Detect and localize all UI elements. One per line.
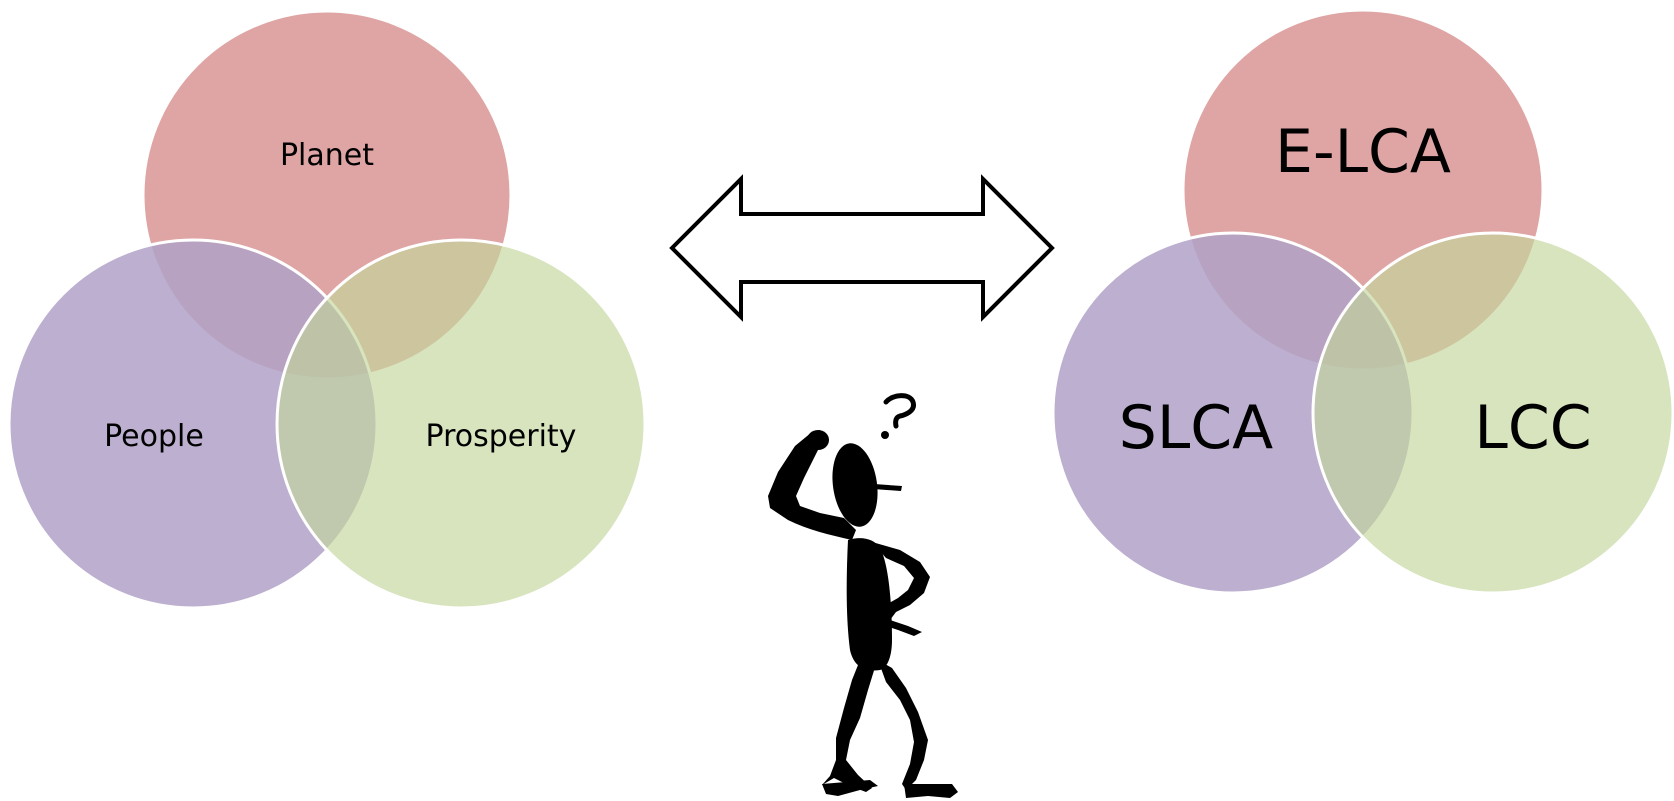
right-venn-elca-label: E-LCA	[1275, 117, 1451, 187]
question-mark-icon	[881, 393, 916, 439]
thinking-person-icon	[768, 393, 958, 798]
left-venn-people-label: People	[104, 419, 204, 454]
right-venn-lcc-circle	[1311, 231, 1674, 595]
right-venn-diagram: E-LCA SLCA LCC	[1051, 8, 1674, 595]
left-venn-diagram: Planet People Prosperity	[7, 9, 647, 610]
right-venn-lcc-label: LCC	[1474, 393, 1591, 463]
left-venn-planet-label: Planet	[280, 138, 374, 173]
left-venn-prosperity-label: Prosperity	[426, 419, 577, 454]
double-headed-arrow-icon	[669, 174, 1055, 322]
right-venn-slca-label: SLCA	[1119, 393, 1273, 463]
left-venn-prosperity-circle	[275, 238, 647, 610]
